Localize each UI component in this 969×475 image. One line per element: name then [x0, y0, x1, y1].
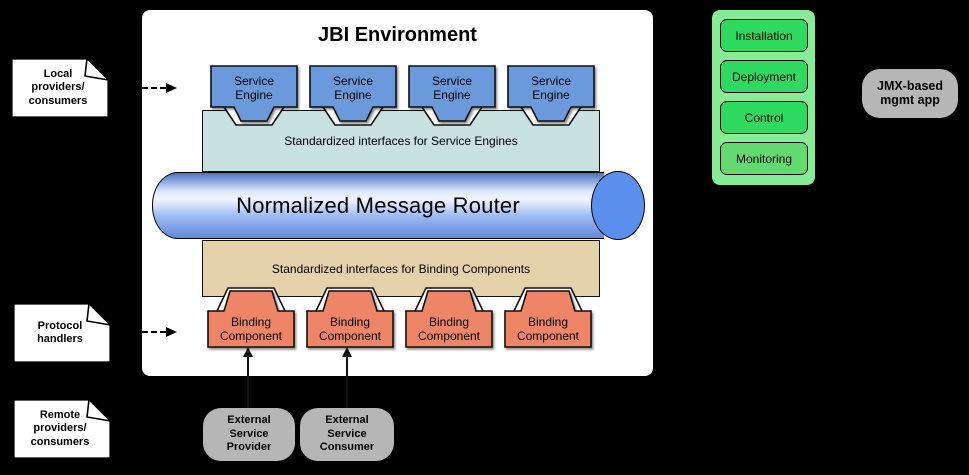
nmr-label: Normalized Message Router — [236, 192, 520, 218]
jmx-mgmt-app: JMX-based mgmt app — [862, 69, 958, 118]
jbi-title: JBI Environment — [318, 24, 477, 46]
note-protocol-handlers-label: Protocol handlers — [37, 319, 83, 346]
note-shape — [10, 57, 110, 119]
note-local-providers-label: Local providers/ consumers — [28, 67, 88, 107]
service-engine-shape — [210, 65, 298, 126]
arrow-protocol-to-jbi — [142, 327, 177, 337]
jmx-mgmt-panel: Installation Deployment Control Monitori… — [710, 8, 817, 187]
note-shape — [12, 302, 112, 364]
service-engine-1: Service Engine — [210, 65, 298, 129]
binding-component-shape — [207, 287, 295, 348]
service-engine-label: Service Engine — [332, 74, 373, 102]
binding-component-1: Binding Component — [207, 285, 295, 349]
note-protocol-handlers: Protocol handlers — [12, 302, 112, 364]
binding-component-4: Binding Component — [504, 285, 592, 349]
external-service-provider: External Service Provider — [203, 408, 295, 461]
nmr-cylinder-body — [152, 172, 604, 239]
deployment-button: Deployment — [720, 60, 808, 93]
binding-component-label: Binding Component — [516, 315, 580, 343]
binding-component-shape — [504, 287, 592, 348]
binding-component-2: Binding Component — [306, 285, 394, 349]
note-remote-providers-label: Remote providers/ consumers — [30, 408, 90, 448]
service-engine-shape — [309, 65, 397, 126]
binding-component-shape — [306, 287, 394, 348]
se-band-label: Standardized interfaces for Service Engi… — [284, 134, 518, 148]
service-engine-interface-band: Standardized interfaces for Service Engi… — [202, 110, 600, 172]
nmr-cylinder-cap — [591, 171, 645, 240]
binding-component-shape — [405, 287, 493, 348]
note-local-providers: Local providers/ consumers — [10, 57, 110, 119]
binding-component-label: Binding Component — [318, 315, 382, 343]
binding-component-label: Binding Component — [417, 315, 481, 343]
binding-component-label: Binding Component — [219, 315, 283, 343]
service-engine-2: Service Engine — [309, 65, 397, 129]
installation-button: Installation — [720, 19, 808, 52]
note-shape — [12, 398, 112, 460]
service-engine-4: Service Engine — [507, 65, 595, 129]
arrow-local-to-jbi — [142, 83, 177, 93]
service-engine-shape — [507, 65, 595, 126]
service-engine-shape — [408, 65, 496, 126]
monitoring-button: Monitoring — [720, 142, 808, 175]
note-remote-providers: Remote providers/ consumers — [12, 398, 112, 460]
service-engine-label: Service Engine — [530, 74, 571, 102]
bc-band-label: Standardized interfaces for Binding Comp… — [271, 261, 531, 276]
arrow-consumer-to-bc — [342, 347, 352, 408]
service-engine-label: Service Engine — [233, 74, 274, 102]
control-button: Control — [720, 101, 808, 134]
jbi-environment-container: JBI Environment Standardized interfaces … — [140, 8, 655, 378]
arrow-provider-to-bc — [243, 347, 253, 408]
service-engine-3: Service Engine — [408, 65, 496, 129]
binding-component-3: Binding Component — [405, 285, 493, 349]
service-engine-label: Service Engine — [431, 74, 472, 102]
external-service-consumer: External Service Consumer — [300, 408, 394, 461]
